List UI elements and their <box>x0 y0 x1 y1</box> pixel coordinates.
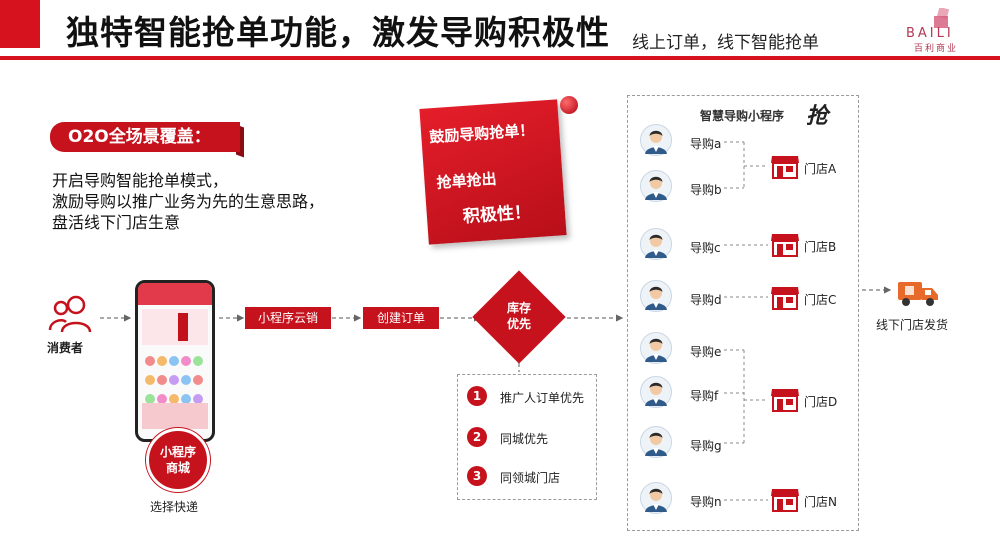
priority-list <box>457 374 597 500</box>
badge-line: 小程序 <box>159 445 196 459</box>
decision-line: 优先 <box>506 317 531 331</box>
guide-label: 导购n <box>690 495 722 509</box>
guide-avatar-icon <box>640 482 672 514</box>
guide-avatar-icon <box>640 170 672 202</box>
offline-delivery-label: 线下门店发货 <box>876 318 949 332</box>
store-label: 门店D <box>804 395 838 409</box>
guide-label: 导购a <box>690 137 722 151</box>
header-divider <box>0 56 1000 60</box>
header-accent-bar <box>0 0 40 48</box>
mini-program-mall-badge: 小程序 商城 <box>146 428 210 492</box>
store-icon <box>771 287 799 310</box>
guide-label: 导购g <box>690 439 722 453</box>
step-create-order: 创建订单 <box>363 307 439 329</box>
guide-label: 导购d <box>690 293 722 307</box>
intro-line: 开启导购智能抢单模式， <box>52 171 229 190</box>
store-icon <box>771 234 799 257</box>
phone-category-icons <box>144 353 208 410</box>
guide-avatar-icon <box>640 228 672 260</box>
phone-header <box>138 283 212 305</box>
priority-number: 3 <box>467 466 487 486</box>
phone-banner <box>142 309 208 345</box>
smart-guide-title: 智慧导购小程序 <box>700 109 785 123</box>
delivery-truck-icon <box>898 282 938 306</box>
guide-avatar-icon <box>640 426 672 458</box>
store-label: 门店N <box>804 495 837 509</box>
guide-avatar-icon <box>640 280 672 312</box>
phone-mockup <box>135 280 215 442</box>
page-subtitle: 线上订单，线下智能抢单 <box>632 33 819 53</box>
store-label: 门店B <box>804 240 837 254</box>
guide-avatar-icon <box>640 332 672 364</box>
grab-order-badge: 抢 <box>806 104 829 129</box>
badge-line: 商城 <box>165 461 190 475</box>
guide-label: 导购c <box>690 241 721 255</box>
store-icon <box>771 489 799 512</box>
intro-description: 开启导购智能抢单模式， 激励导购以推广业务为先的生意思路， 盘活线下门店生意 <box>52 170 382 233</box>
phone-promo <box>142 403 208 429</box>
guide-label: 导购e <box>690 345 722 359</box>
intro-line: 盘活线下门店生意 <box>52 213 181 232</box>
priority-item: 同领城门店 <box>500 471 561 485</box>
guide-avatar-icon <box>640 376 672 408</box>
smart-guide-panel <box>627 95 859 531</box>
guide-label: 导购b <box>690 183 722 197</box>
choose-express-label: 选择快递 <box>150 500 199 514</box>
store-label: 门店C <box>804 293 837 307</box>
page-title: 独特智能抢单功能，激发导购积极性 <box>66 13 610 52</box>
store-icon <box>771 389 799 412</box>
priority-number: 1 <box>467 386 487 406</box>
store-label: 门店A <box>804 162 837 176</box>
consumer-group-icon <box>48 295 92 333</box>
pushpin-icon <box>560 96 578 114</box>
priority-number: 2 <box>467 427 487 447</box>
o2o-tag: O2O全场景覆盖： <box>50 122 240 152</box>
priority-item: 推广人订单优先 <box>500 391 585 405</box>
intro-line: 激励导购以推广业务为先的生意思路， <box>52 192 325 211</box>
logo-subtext: 百利商业 <box>914 44 959 54</box>
priority-item: 同城优先 <box>500 432 549 446</box>
decision-label: 库存 优先 <box>498 300 540 332</box>
baili-logo-icon <box>934 8 950 28</box>
store-icon <box>771 156 799 179</box>
consumer-label: 消费者 <box>47 341 84 355</box>
guide-avatar-icon <box>640 124 672 156</box>
logo-text: BAILI <box>906 26 954 41</box>
step-mini-program-sales: 小程序云销 <box>245 307 331 329</box>
decision-line: 库存 <box>506 301 531 315</box>
guide-label: 导购f <box>690 389 719 403</box>
